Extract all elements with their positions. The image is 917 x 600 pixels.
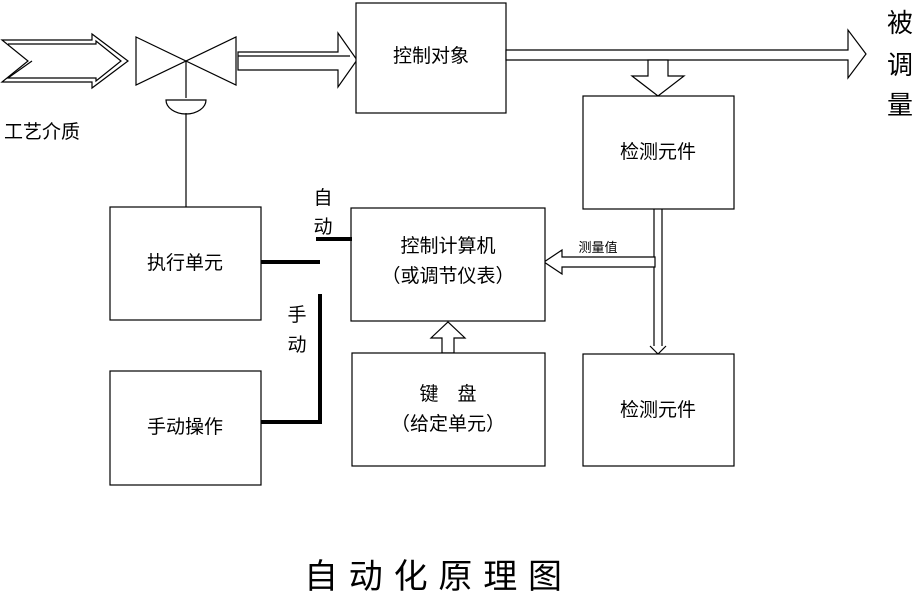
keyboard-to-computer-arrow xyxy=(429,321,467,354)
control-computer-label-1: 控制计算机 xyxy=(400,235,495,257)
output-to-detector-arrow xyxy=(630,59,686,97)
manual-operation-block xyxy=(109,370,262,486)
keyboard-label-2: （给定单元） xyxy=(391,413,505,435)
measurement-label: 测量值 xyxy=(578,240,617,256)
diagram-title: 自 动 化 原 理 图 xyxy=(304,557,562,597)
manual-label-char-2: 动 xyxy=(287,334,306,356)
actuator-block xyxy=(109,206,262,321)
controlled-variable-char-3: 量 xyxy=(887,91,913,121)
auto-label-char-2: 动 xyxy=(313,216,332,238)
keyboard-label-1: 键 盘 xyxy=(419,383,476,405)
output-arrow xyxy=(505,28,867,80)
measurement-arrow xyxy=(542,248,656,276)
detector-top-block xyxy=(582,95,735,210)
process-input-arrow xyxy=(0,32,129,90)
detector-bottom-block xyxy=(582,353,735,467)
controlled-variable-char-2: 调 xyxy=(887,51,913,81)
keyboard-block xyxy=(351,352,546,467)
process-medium-label: 工艺介质 xyxy=(4,121,80,143)
manual-contact-line xyxy=(261,294,322,424)
detector-top-label: 检测元件 xyxy=(620,141,696,163)
auto-label-char-1: 自 xyxy=(313,187,332,209)
controlled-variable-char-1: 被 xyxy=(887,9,913,39)
detector-bottom-label: 检测元件 xyxy=(620,399,696,421)
control-object-label: 控制对象 xyxy=(393,45,469,67)
control-computer-block xyxy=(350,207,546,322)
control-computer-label-2: （或调节仪表） xyxy=(381,265,514,287)
process-input-arrow-inner xyxy=(6,39,122,83)
valve-to-object-arrow xyxy=(237,31,358,89)
manual-label-char-1: 手 xyxy=(287,304,306,326)
actuator-label: 执行单元 xyxy=(147,252,223,274)
valve-actuator-icon xyxy=(165,99,207,115)
manual-operation-label: 手动操作 xyxy=(147,416,223,438)
detector-link-arrowhead xyxy=(649,345,667,355)
